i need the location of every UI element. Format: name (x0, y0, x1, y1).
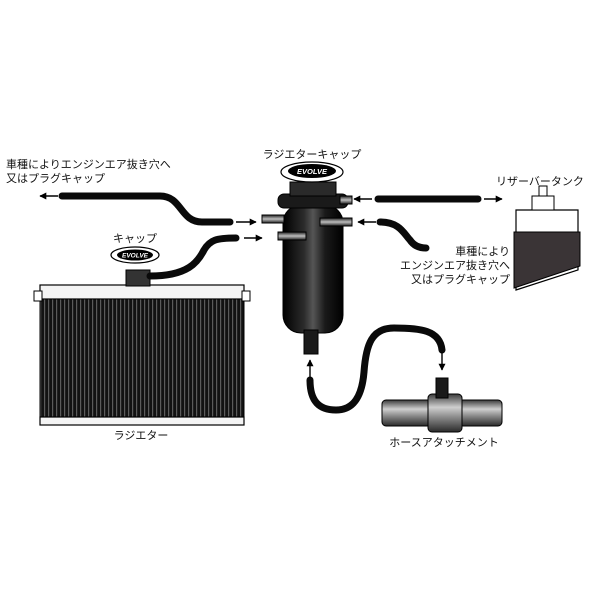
radiator-filler-neck (125, 269, 151, 287)
radiator-bottom-tank (39, 416, 245, 426)
hose-attachment (381, 377, 503, 433)
hoses (58, 192, 482, 414)
bottle-bottom-drain (303, 329, 319, 355)
hose-right-vent (376, 218, 430, 252)
radiator-top-tank (39, 284, 245, 300)
svg-text:EVOLVE: EVOLVE (122, 253, 149, 260)
label-radiator-cap: ラジエターキャップ (262, 148, 362, 161)
radiator-core (39, 298, 245, 418)
svg-text:EVOLVE: EVOLVE (297, 167, 328, 176)
radiator-cap-logo: EVOLVE (280, 161, 344, 183)
bottle-right-nipple-upper (339, 195, 353, 205)
label-reserve-tank: リザーバータンク (496, 175, 584, 188)
hose-left-vent (58, 192, 234, 226)
flow-arrows (39, 192, 503, 378)
radiator (33, 269, 251, 426)
overflow-bottle (261, 181, 353, 355)
label-left-vent-line1: 車種によりエンジンエア抜き穴へ (6, 158, 171, 171)
reserve-tank (513, 185, 581, 291)
label-right-vent: 車種により エンジンエア抜き穴へ 又はプラグキャップ (378, 245, 510, 287)
hose-bottom-loop (306, 324, 446, 414)
label-right-vent-line1: 車種により (455, 245, 510, 258)
label-left-vent-line2: 又はプラグキャップ (6, 172, 105, 185)
label-radiator: ラジエター (113, 429, 169, 442)
bottle-right-nipple-lower (319, 217, 353, 227)
hose-radiator-to-bottle (146, 234, 240, 280)
bottle-left-nipple-lower (277, 231, 307, 241)
label-right-vent-line3: 又はプラグキャップ (411, 273, 510, 286)
bottle-left-nipple-upper (261, 214, 285, 224)
label-hose-attachment: ホースアタッチメント (389, 436, 499, 449)
label-right-vent-line2: エンジンエア抜き穴へ (400, 259, 510, 272)
label-small-cap: キャップ (113, 232, 157, 245)
label-left-vent: 車種によりエンジンエア抜き穴へ 又はプラグキャップ (6, 158, 171, 186)
small-cap-logo: EVOLVE (110, 246, 160, 264)
